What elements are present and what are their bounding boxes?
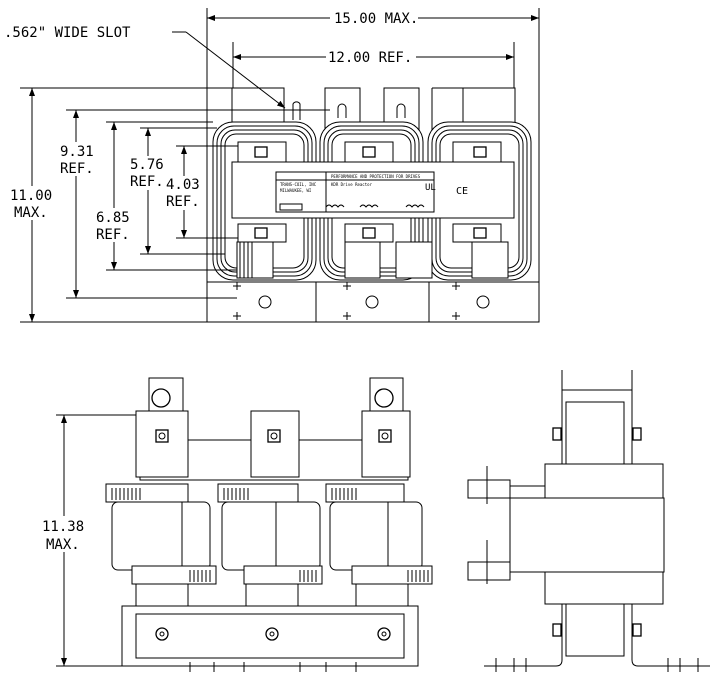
slot-note: .562" WIDE SLOT bbox=[4, 25, 131, 41]
dim-931-note: REF. bbox=[60, 161, 94, 177]
front-view: PERFORMANCE AND PROTECTION FOR DRIVES KD… bbox=[4, 8, 540, 323]
lower-leads bbox=[236, 241, 509, 279]
nameplate-city: MILWAUKEE, WI bbox=[280, 188, 312, 193]
ce-mark: CE bbox=[456, 186, 468, 197]
dim-1138-note: MAX. bbox=[46, 537, 80, 553]
dim-685-note: REF. bbox=[96, 227, 130, 243]
overall-height-note: MAX. bbox=[14, 205, 48, 221]
height-dimensions: 11.00 MAX. 9.31 REF. 6.85 REF. 5.76 REF. bbox=[8, 87, 330, 323]
nameplate: PERFORMANCE AND PROTECTION FOR DRIVES KD… bbox=[231, 161, 515, 219]
nameplate-company: TRANS-COIL, INC bbox=[280, 182, 317, 187]
ref-width-label: 12.00 REF. bbox=[328, 50, 412, 66]
dim-685-value: 6.85 bbox=[96, 210, 130, 226]
nameplate-product: KDR Drive Reactor bbox=[331, 182, 373, 187]
bottom-front-view: 11.38 MAX. bbox=[40, 377, 433, 672]
side-view bbox=[467, 370, 710, 672]
dim-403-value: 4.03 bbox=[166, 177, 200, 193]
nameplate-header: PERFORMANCE AND PROTECTION FOR DRIVES bbox=[331, 174, 421, 179]
ul-mark: UL bbox=[425, 183, 436, 193]
dim-1138-value: 11.38 bbox=[42, 519, 84, 535]
overall-width-label: 15.00 MAX. bbox=[334, 11, 418, 27]
dim-576-note: REF. bbox=[130, 174, 164, 190]
dim-403-note: REF. bbox=[166, 194, 200, 210]
dim-576-value: 5.76 bbox=[130, 157, 164, 173]
mounting-base bbox=[206, 281, 540, 323]
overall-height-value: 11.00 bbox=[10, 188, 52, 204]
dim-931-value: 9.31 bbox=[60, 144, 94, 160]
width-dimensions: 15.00 MAX. 12.00 REF. .562" WIDE SLOT bbox=[4, 8, 539, 109]
top-clamps bbox=[237, 141, 502, 243]
